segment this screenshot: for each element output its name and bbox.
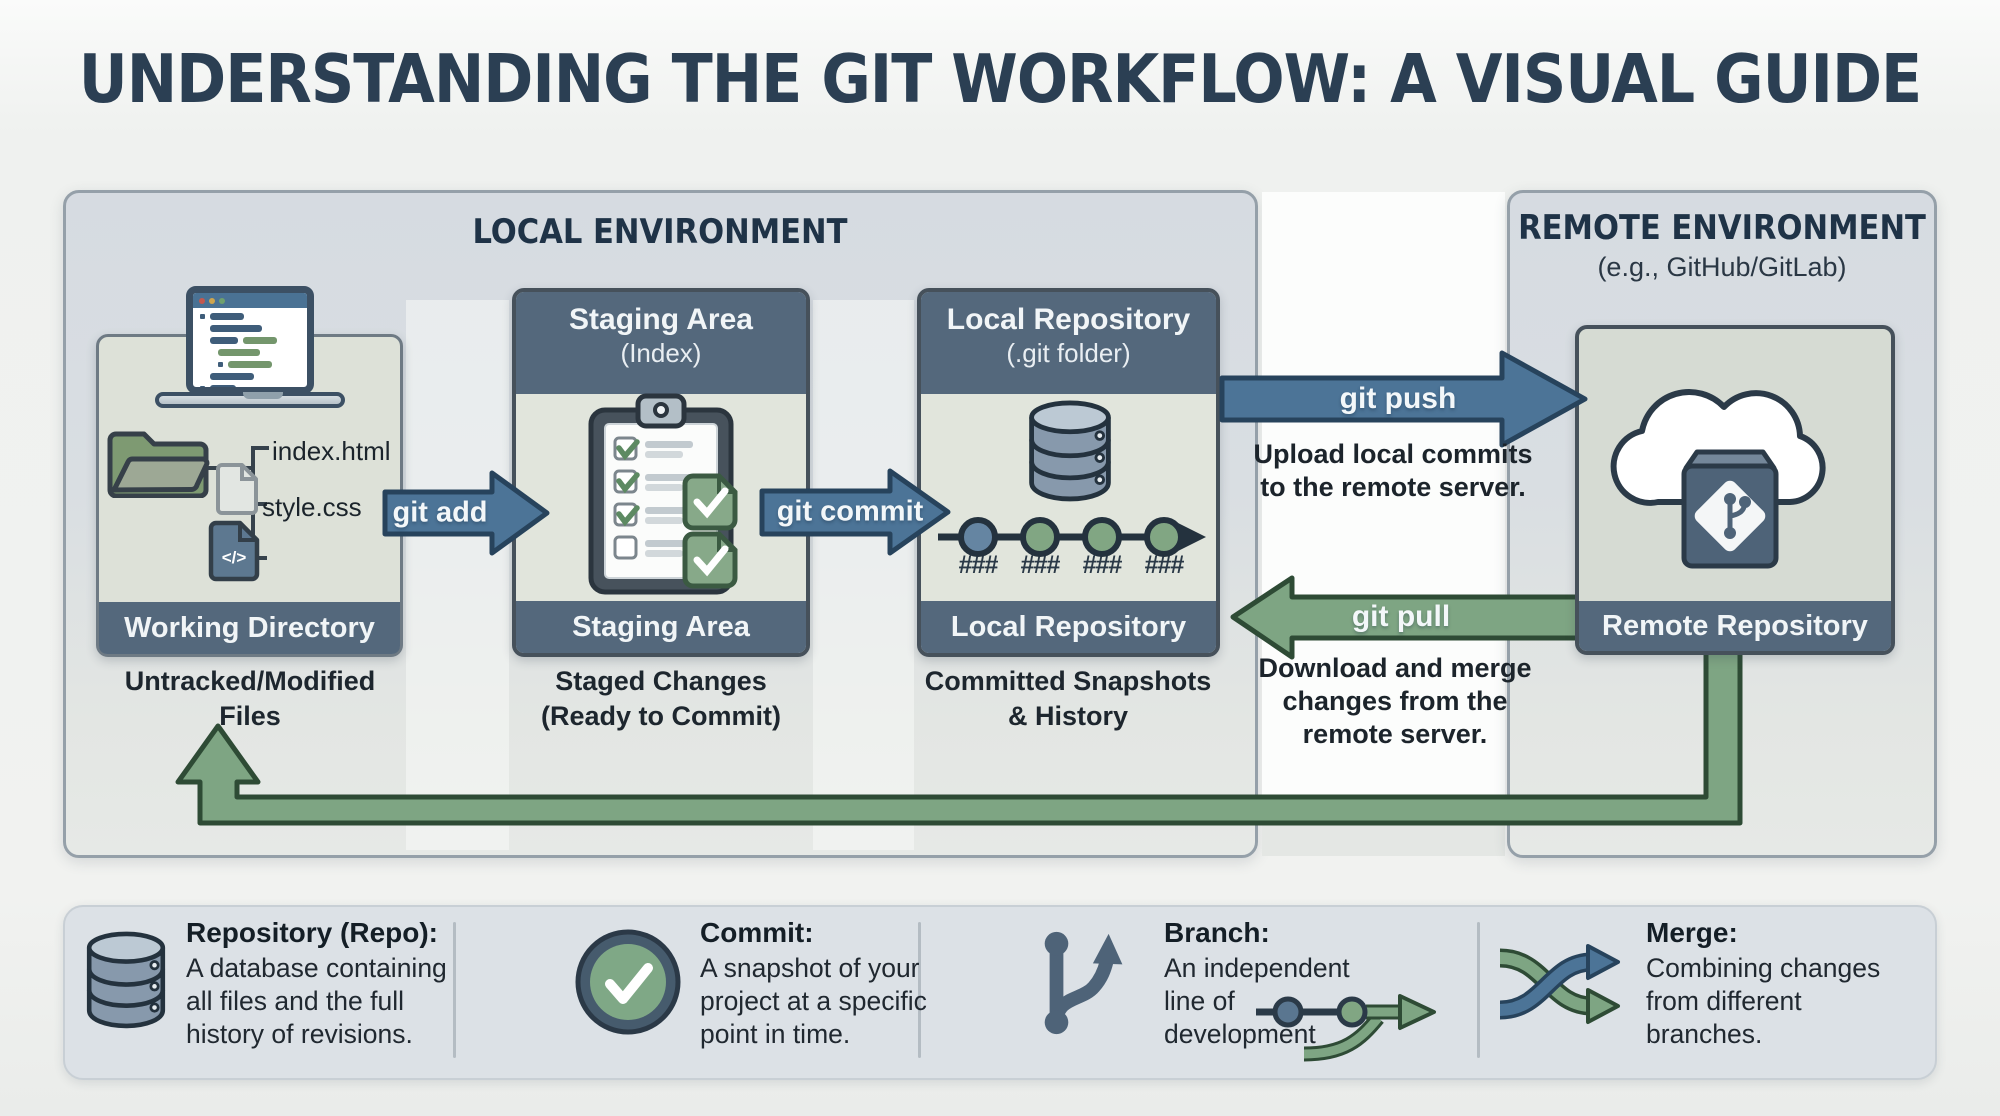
laptop-titlebar — [193, 293, 307, 308]
staged-file-icon — [682, 473, 738, 531]
local-repository-header: Local Repository (.git folder) — [921, 292, 1216, 394]
code-file-icon: </> — [206, 518, 262, 584]
legend-item-merge: Merge: Combining changes from different … — [1646, 917, 1881, 1049]
git-commit-label: git commit — [776, 495, 924, 528]
tree-connector — [255, 556, 267, 560]
local-repository-caption: Committed Snapshots & History — [924, 666, 1212, 731]
commit-hash: ### — [1020, 551, 1061, 579]
legend-item-branch: Branch: An independent line of developme… — [1164, 917, 1350, 1049]
commit-hash: ### — [1144, 551, 1185, 579]
code-glyph: </> — [221, 548, 247, 567]
database-icon — [80, 922, 172, 1036]
staging-area-footer: Staging Area — [516, 601, 806, 653]
git-pull-description: Download and merge changes from the remo… — [1258, 653, 1532, 749]
legend-item-repository: Repository (Repo): A database containing… — [186, 917, 447, 1049]
branch-icon — [1036, 924, 1136, 1042]
staged-file-icon — [682, 531, 738, 589]
git-cube-icon — [1675, 446, 1785, 572]
transfer-channel-band-bottom — [1262, 823, 1505, 856]
laptop-code-lines — [193, 308, 307, 387]
legend-divider — [453, 922, 456, 1058]
legend-panel — [63, 905, 1937, 1080]
remote-repository-footer: Remote Repository — [1579, 601, 1891, 651]
file-label-index-html: index.html — [272, 436, 391, 466]
remote-environment-sublabel: (e.g., GitHub/GitLab) — [1597, 252, 1847, 282]
local-environment-label: LOCAL ENVIRONMENT — [472, 212, 848, 252]
clipboard-checklist-icon — [581, 390, 741, 600]
staging-area-header: Staging Area (Index) — [516, 292, 806, 394]
folder-icon — [106, 428, 210, 498]
working-directory-caption: Untracked/Modified Files — [124, 666, 376, 731]
legend-divider — [1477, 922, 1480, 1058]
file-label-style-css: style.css — [262, 492, 362, 522]
git-push-label: git push — [1339, 382, 1457, 415]
commit-hash: ### — [1082, 551, 1123, 579]
local-repository-footer: Local Repository — [921, 601, 1216, 653]
remote-environment-label: REMOTE ENVIRONMENT — [1518, 208, 1926, 248]
merge-icon — [1494, 934, 1626, 1034]
git-pull-label: git pull — [1351, 600, 1451, 633]
page-title: UNDERSTANDING THE GIT WORKFLOW: A VISUAL… — [78, 40, 1922, 118]
legend-divider — [918, 922, 921, 1058]
staging-area-caption: Staged Changes (Ready to Commit) — [540, 666, 782, 731]
database-icon — [1022, 396, 1118, 504]
branch-graph-graphic — [1248, 982, 1458, 1062]
tree-connector — [255, 446, 269, 450]
check-circle-icon — [572, 926, 684, 1038]
commit-hash: ### — [958, 551, 999, 579]
legend-item-commit: Commit: A snapshot of your project at a … — [700, 917, 927, 1049]
file-page-icon — [214, 461, 260, 517]
laptop-icon — [155, 286, 345, 416]
git-push-description: Upload local commits to the remote serve… — [1253, 439, 1533, 502]
panel-gap-strip — [406, 300, 509, 850]
git-add-label: git add — [392, 496, 488, 529]
tree-connector — [255, 502, 267, 506]
panel-gap-strip — [813, 300, 914, 850]
working-directory-footer: Working Directory — [99, 602, 400, 654]
